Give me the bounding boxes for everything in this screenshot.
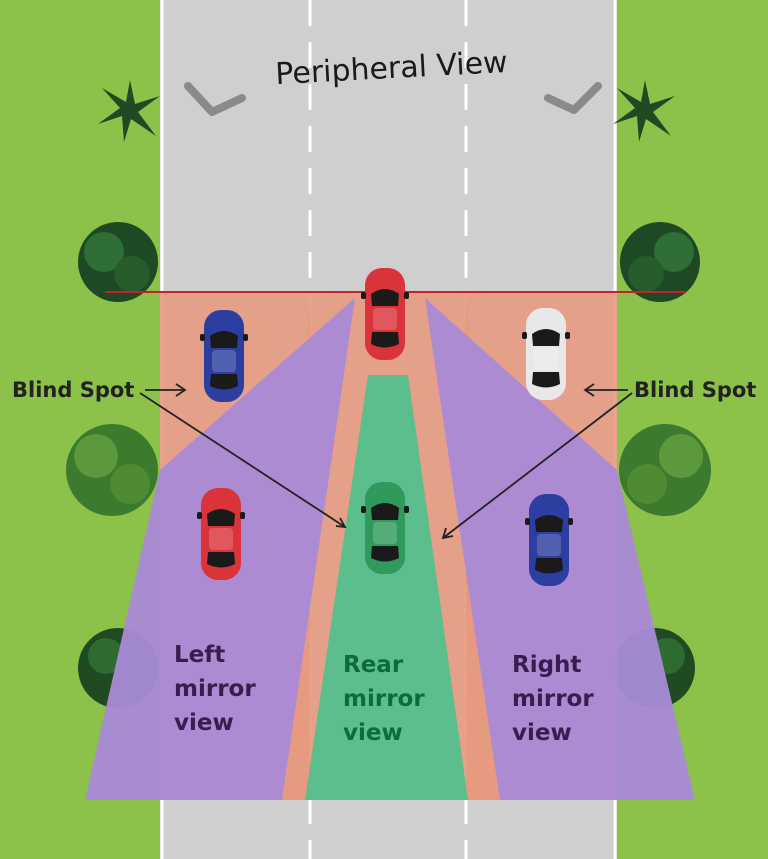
right-mirror-label-line2: mirror (512, 686, 594, 712)
left-mirror-label-line2: mirror (174, 676, 256, 702)
rear-mirror-label: Rear mirror view (343, 652, 425, 746)
blind-spot-label-left: Blind Spot (12, 378, 134, 402)
rear-mirror-label-line2: mirror (343, 686, 425, 712)
car-icon (361, 482, 409, 574)
tree-icon (66, 424, 158, 516)
left-mirror-label-line3: view (174, 710, 234, 736)
rear-mirror-zone (305, 375, 468, 800)
curved-arrow-icon (184, 82, 246, 116)
blind-spot-pointers (139, 383, 633, 540)
tree-icon (620, 222, 700, 302)
left-mirror-label-line1: Left (174, 642, 225, 668)
car-icon (361, 268, 409, 360)
blind-spot-label-right: Blind Spot (634, 378, 756, 402)
rear-mirror-label-line1: Rear (343, 652, 404, 678)
car-icon (200, 310, 248, 402)
curved-arrow-icon (544, 82, 602, 114)
right-mirror-label-line3: view (512, 720, 572, 746)
tree-icon (619, 424, 711, 516)
left-mirror-label: Left mirror view (174, 642, 256, 736)
right-mirror-label-line1: Right (512, 652, 581, 678)
car-icon (522, 308, 570, 400)
car-icon (197, 488, 245, 580)
rear-mirror-label-line3: view (343, 720, 403, 746)
right-mirror-label: Right mirror view (512, 652, 594, 746)
car-icon (525, 494, 573, 586)
tree-icon (78, 222, 158, 302)
